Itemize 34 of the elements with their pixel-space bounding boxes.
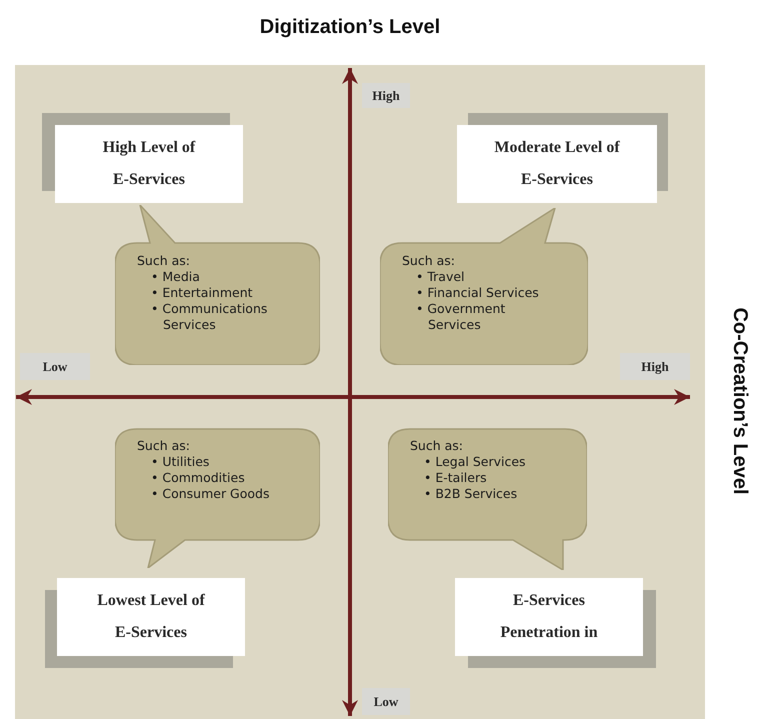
list-item: • Government Services xyxy=(416,301,506,333)
list-item: • Commodities xyxy=(151,470,246,486)
diagram-title: Digitization’s Level xyxy=(258,16,442,40)
box-label: High Level of E-Services xyxy=(102,138,196,190)
bubble-heading: Such as: xyxy=(402,253,456,269)
list-item: • Media xyxy=(151,269,201,285)
list-item: • Legal Services xyxy=(424,454,527,470)
list-item: • Financial Services xyxy=(416,285,540,301)
list-item: • Utilities xyxy=(151,454,210,470)
label-box xyxy=(55,125,243,203)
list-item: • B2B Services xyxy=(424,486,518,502)
list-item: • Consumer Goods xyxy=(151,486,270,502)
list-item: • Entertainment xyxy=(151,285,254,301)
list-item: • E-tailers xyxy=(424,470,488,486)
label-box xyxy=(457,125,657,203)
box-label: Moderate Level of E-Services xyxy=(493,138,621,190)
axis-end-label: High xyxy=(362,83,410,108)
label-box xyxy=(455,578,643,656)
speech-bubble xyxy=(115,205,320,365)
box-label: E-Services Penetration in xyxy=(499,591,599,643)
axis-end-label: Low xyxy=(362,688,410,715)
axis-title: Co-Creation’s Level xyxy=(728,306,751,497)
bubble-heading: Such as: xyxy=(137,438,192,454)
box-label: Lowest Level of E-Services xyxy=(96,591,206,643)
bubble-heading: Such as: xyxy=(410,438,464,454)
axis-end-label: Low xyxy=(20,353,90,380)
list-item: • Travel xyxy=(416,269,466,285)
speech-bubble xyxy=(115,428,320,568)
speech-bubble xyxy=(380,208,588,365)
bubble-heading: Such as: xyxy=(137,253,192,269)
label-box xyxy=(57,578,245,656)
axis-end-label: High xyxy=(620,353,690,380)
list-item: • Communications Services xyxy=(151,301,268,333)
speech-bubble xyxy=(388,428,587,570)
